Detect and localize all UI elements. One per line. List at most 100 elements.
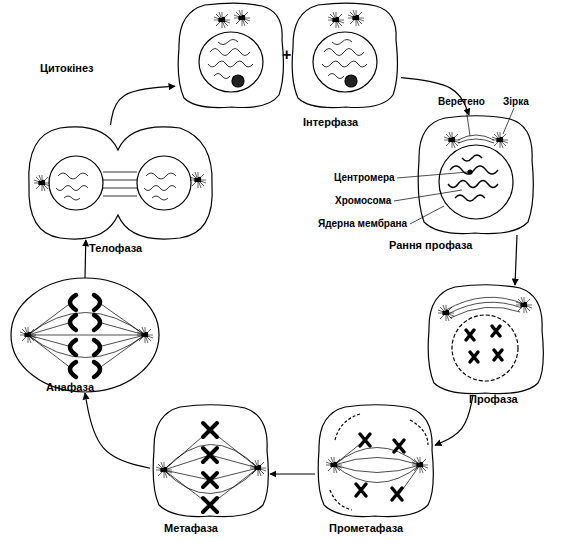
prophase-cell bbox=[516, 297, 532, 313]
edge-label: Цитокінез bbox=[40, 62, 94, 75]
interphase-cell bbox=[348, 10, 364, 26]
leader-line bbox=[394, 190, 462, 201]
anaphase-cell bbox=[94, 315, 100, 330]
part-label: Зірка bbox=[503, 96, 529, 108]
anaphase-cell bbox=[70, 340, 76, 355]
metaphase-cell bbox=[203, 423, 217, 512]
prophase-cell bbox=[494, 350, 502, 360]
metaphase-cell bbox=[203, 448, 217, 462]
cycle-arrow bbox=[401, 78, 469, 115]
prometaphase-cell bbox=[356, 434, 404, 500]
early-prophase-cell bbox=[444, 132, 460, 148]
metaphase-cell bbox=[153, 405, 268, 517]
telophase-cell bbox=[29, 127, 212, 239]
prometaphase-cell bbox=[360, 434, 370, 446]
cycle-arrow bbox=[270, 473, 315, 474]
telophase-cell bbox=[137, 156, 191, 210]
cycle-arrow bbox=[84, 240, 86, 278]
phase-label: Прометафаза bbox=[329, 522, 403, 535]
prometaphase-cell bbox=[318, 405, 433, 517]
prometaphase-cell bbox=[412, 457, 428, 473]
early-prophase-cell bbox=[458, 135, 494, 143]
anaphase-cell bbox=[70, 362, 76, 377]
cell-node: Метафаза bbox=[150, 405, 270, 520]
metaphase-cell bbox=[250, 460, 266, 476]
metaphase-cell bbox=[164, 430, 258, 505]
metaphase-cell bbox=[203, 473, 217, 487]
cycle-arrow bbox=[515, 235, 517, 285]
leader-line bbox=[410, 206, 444, 224]
prophase-cell bbox=[466, 326, 502, 362]
interphase-cell bbox=[313, 32, 377, 92]
telophase-cell bbox=[29, 127, 212, 239]
telophase-cell bbox=[49, 156, 103, 210]
cell-node: Профаза bbox=[425, 285, 545, 395]
prometaphase-cell bbox=[392, 488, 402, 500]
anaphase-cell bbox=[137, 327, 153, 343]
interphase-cell bbox=[199, 32, 263, 92]
leader-line bbox=[466, 108, 470, 136]
cycle-arrow bbox=[85, 393, 150, 468]
cell-node: Анафаза bbox=[10, 278, 160, 393]
plus-sign: + bbox=[282, 46, 291, 64]
anaphase-cell bbox=[94, 295, 100, 310]
prometaphase-cell bbox=[394, 440, 404, 452]
interphase-cell bbox=[345, 75, 357, 87]
cycle-arrow bbox=[435, 395, 473, 445]
telophase-cell bbox=[56, 173, 176, 200]
metaphase-cell bbox=[153, 405, 268, 517]
interphase-cell bbox=[208, 40, 253, 79]
early-prophase-cell bbox=[492, 132, 508, 148]
interphase-cell bbox=[328, 12, 344, 28]
prophase-cell bbox=[446, 297, 524, 318]
phase-label: Профаза bbox=[469, 393, 518, 406]
interphase-cell bbox=[232, 75, 244, 87]
anaphase-cell bbox=[11, 278, 159, 392]
phase-label: Анафаза bbox=[46, 381, 94, 394]
part-label: Центромера bbox=[334, 172, 395, 184]
cell-node: Прометафаза bbox=[315, 405, 435, 520]
prometaphase-cell bbox=[330, 414, 428, 510]
interphase-cell bbox=[322, 40, 367, 79]
prophase-cell bbox=[470, 352, 478, 362]
prophase-cell bbox=[438, 305, 454, 321]
prophase-cell bbox=[428, 285, 543, 394]
part-label: Ядерна мембрана bbox=[318, 218, 407, 230]
leader-line bbox=[397, 172, 468, 178]
phase-label: Рання профаза bbox=[389, 239, 472, 252]
phase-label: Метафаза bbox=[164, 522, 218, 535]
interphase-cell bbox=[292, 3, 397, 107]
interphase-cell bbox=[178, 3, 283, 107]
anaphase-cell bbox=[70, 295, 100, 377]
leader-line bbox=[503, 108, 514, 134]
telophase-cell bbox=[190, 172, 206, 188]
anaphase-cell bbox=[28, 302, 145, 369]
phase-label: Телофаза bbox=[89, 242, 142, 255]
telophase-cell bbox=[103, 172, 137, 196]
prophase-cell bbox=[492, 326, 500, 336]
anaphase-cell bbox=[94, 362, 100, 377]
interphase-cell bbox=[178, 3, 283, 107]
leader-line bbox=[394, 108, 514, 224]
part-label: Веретено bbox=[438, 96, 485, 108]
interphase-cell bbox=[214, 12, 230, 28]
prophase-cell bbox=[428, 285, 543, 394]
cell-node: Рання профаза bbox=[415, 115, 535, 235]
anaphase-cell bbox=[20, 327, 36, 343]
anaphase-cell bbox=[94, 340, 100, 355]
metaphase-cell bbox=[203, 423, 217, 437]
prophase-cell bbox=[466, 330, 474, 340]
anaphase-cell bbox=[11, 278, 159, 392]
phase-label: Інтерфаза bbox=[303, 116, 358, 129]
early-prophase-cell bbox=[448, 155, 498, 201]
metaphase-cell bbox=[203, 498, 217, 512]
early-prophase-cell bbox=[439, 145, 513, 219]
anaphase-cell bbox=[70, 315, 76, 330]
telophase-cell bbox=[34, 175, 50, 191]
prophase-cell bbox=[452, 315, 518, 381]
interphase-cell bbox=[292, 3, 397, 107]
